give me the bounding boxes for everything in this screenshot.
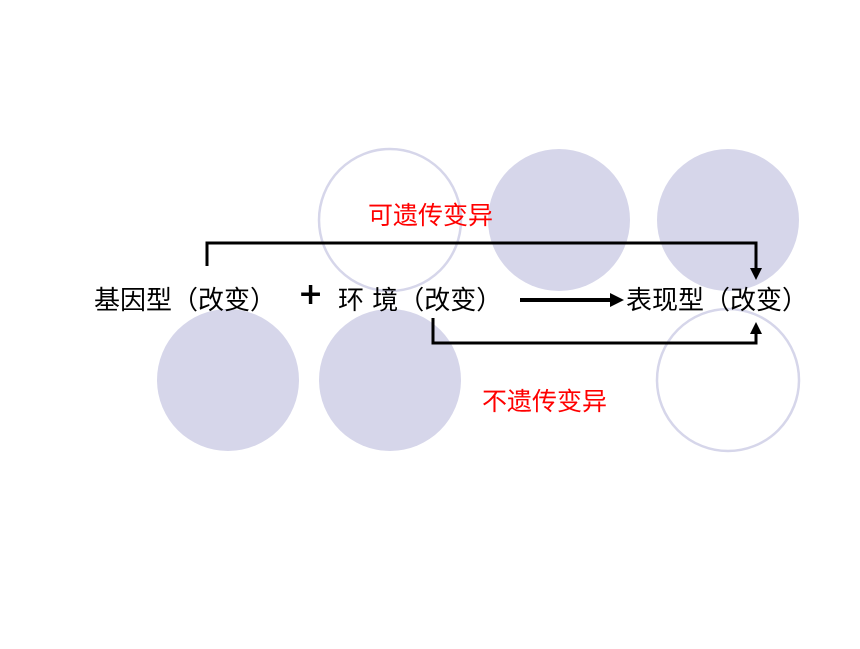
non-heritable-variation-label: 不遗传变异 [482, 387, 608, 416]
phenotype-label: 表现型（改变） [626, 286, 809, 316]
non-heritable-bracket [431, 318, 758, 345]
decor-circle-outline-2 [655, 307, 801, 453]
decor-circle-filled-2 [657, 149, 799, 291]
plus-sign: + [298, 277, 324, 312]
decor-circle-filled-3 [157, 309, 299, 451]
genotype-label: 基因型（改变） [94, 286, 277, 316]
heritable-variation-label: 可遗传变异 [368, 201, 494, 230]
non-heritable-arrow-head [750, 322, 762, 334]
environment-label: 环 境（改变） [338, 286, 503, 316]
decor-circle-filled-1 [488, 149, 630, 291]
decor-circle-outline-1 [317, 147, 463, 293]
main-arrow-head [610, 293, 624, 307]
heritable-bracket [205, 241, 758, 270]
decor-circle-filled-4 [319, 309, 461, 451]
heritable-arrow-head [750, 268, 762, 280]
